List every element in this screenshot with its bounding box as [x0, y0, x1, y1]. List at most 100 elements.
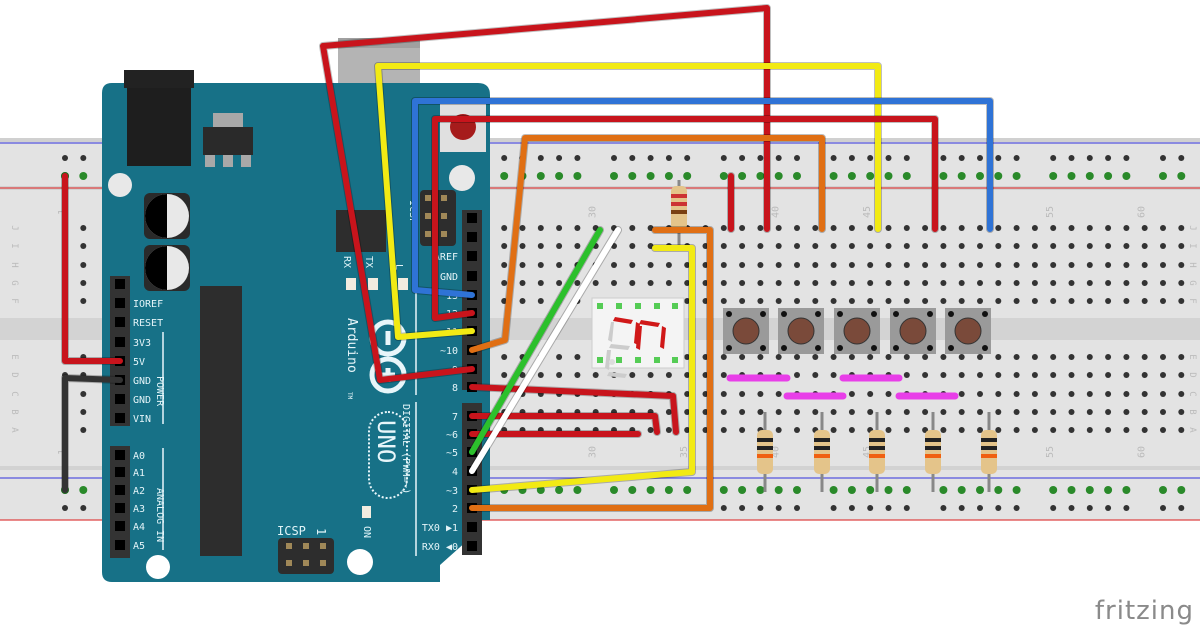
header-pin[interactable] [115, 413, 125, 423]
breadboard-hole [977, 391, 983, 397]
header-pin[interactable] [467, 213, 477, 223]
breadboard-hole [519, 243, 526, 249]
header-pin[interactable] [467, 522, 477, 532]
breadboard-hole [995, 262, 1002, 268]
column-number: 60 [1137, 206, 1148, 218]
breadboard-hole [556, 243, 563, 249]
breadboard-hole [720, 243, 727, 249]
rail-hole [830, 155, 837, 161]
rail-hole [555, 486, 564, 494]
header-pin[interactable] [467, 271, 477, 281]
wire-5v-to-rail[interactable] [62, 173, 123, 364]
row-letter: H [1187, 262, 1197, 267]
pushbutton[interactable] [890, 308, 936, 354]
wire-pin8-to-display[interactable] [469, 384, 679, 435]
pull-down-resistor [757, 412, 773, 492]
header-pin[interactable] [115, 467, 125, 477]
header-pin[interactable] [467, 541, 477, 551]
breadboard-hole [684, 409, 691, 415]
arduino-label: Arduino [344, 318, 359, 373]
breadboard-hole [1086, 298, 1093, 304]
breadboard-hole [995, 372, 1002, 378]
wire-pin3-to-display[interactable] [469, 245, 695, 493]
breadboard-hole [1050, 243, 1057, 249]
breadboard-hole [80, 280, 87, 286]
wire-pin9-to-button1[interactable] [320, 5, 770, 383]
breadboard-hole [1178, 372, 1185, 378]
breadboard-hole [1160, 262, 1166, 268]
rail-hole [939, 486, 948, 494]
breadboard-hole [1178, 262, 1185, 268]
header-pin[interactable] [115, 521, 125, 531]
breadboard-hole [629, 280, 636, 286]
pushbutton[interactable] [778, 308, 824, 354]
header-pin[interactable] [467, 251, 477, 261]
pull-down-resistor [869, 412, 885, 492]
breadboard-hole [1141, 243, 1148, 249]
rail-hole [976, 172, 984, 180]
wire-gnd-to-rail[interactable] [62, 375, 123, 493]
rail-hole [1050, 155, 1057, 161]
rail-hole [829, 486, 838, 494]
wire-pin2-to-display[interactable] [469, 227, 713, 511]
wire-pin10-to-button2[interactable] [469, 135, 825, 353]
breadboard-hole [1105, 225, 1112, 231]
segment-a [613, 317, 633, 324]
breadboard-hole [848, 262, 855, 268]
breadboard-hole [501, 225, 508, 231]
rail-hole [902, 486, 911, 494]
pushbutton[interactable] [945, 308, 991, 354]
breadboard-hole [80, 225, 87, 231]
header-pin[interactable] [115, 279, 125, 289]
mounting-hole [347, 549, 373, 575]
breadboard-hole [1123, 372, 1130, 378]
header-pin[interactable] [115, 485, 125, 495]
header-pin[interactable] [115, 450, 125, 460]
breadboard-hole [885, 427, 892, 433]
breadboard-hole [1160, 372, 1166, 378]
rail-hole [866, 172, 875, 180]
breadboard-hole [739, 243, 746, 249]
rail-hole [1049, 486, 1058, 494]
header-pin[interactable] [115, 540, 125, 550]
pin-label: ~3 [446, 486, 458, 497]
rail-hole [719, 172, 728, 180]
pin-label: 8 [452, 383, 458, 394]
breadboard-hole [720, 262, 727, 268]
breadboard-hole [958, 243, 965, 249]
header-pin[interactable] [115, 394, 125, 404]
pin-label: 3V3 [133, 338, 151, 349]
header-pin[interactable] [115, 317, 125, 327]
breadboard-hole [1123, 427, 1130, 433]
wire-pin12-to-button4[interactable] [432, 116, 938, 321]
pushbutton[interactable] [723, 308, 769, 354]
pushbutton[interactable] [834, 308, 880, 354]
breadboard-hole [665, 262, 672, 268]
row-letter: I [1187, 243, 1197, 248]
l-label: L [393, 264, 404, 270]
wire-pin5-to-display[interactable] [469, 227, 603, 455]
wire-pin4-to-display[interactable] [469, 227, 621, 474]
wire-pin7-to-display[interactable] [469, 413, 660, 435]
header-pin[interactable] [115, 503, 125, 513]
header-pin[interactable] [115, 337, 125, 347]
breadboard-hole [775, 262, 782, 268]
breadboard-hole [1123, 298, 1130, 304]
breadboard-hole [940, 354, 947, 360]
header-pin[interactable] [115, 298, 125, 308]
row-letter: C [9, 391, 19, 396]
breadboard-hole [556, 280, 563, 286]
breadboard-hole [922, 262, 929, 268]
breadboard-hole [940, 280, 947, 286]
row-letter: D [1187, 372, 1197, 377]
breadboard-hole [739, 298, 746, 304]
rail-hole [867, 155, 874, 161]
breadboard-hole [940, 372, 947, 378]
pin-label: A4 [133, 522, 145, 533]
breadboard-hole [80, 262, 87, 268]
breadboard-hole [1160, 391, 1166, 397]
breadboard-hole [995, 409, 1002, 415]
header-pin[interactable] [467, 232, 477, 242]
column-number: 30 [588, 446, 599, 458]
rail-hole [830, 505, 837, 511]
